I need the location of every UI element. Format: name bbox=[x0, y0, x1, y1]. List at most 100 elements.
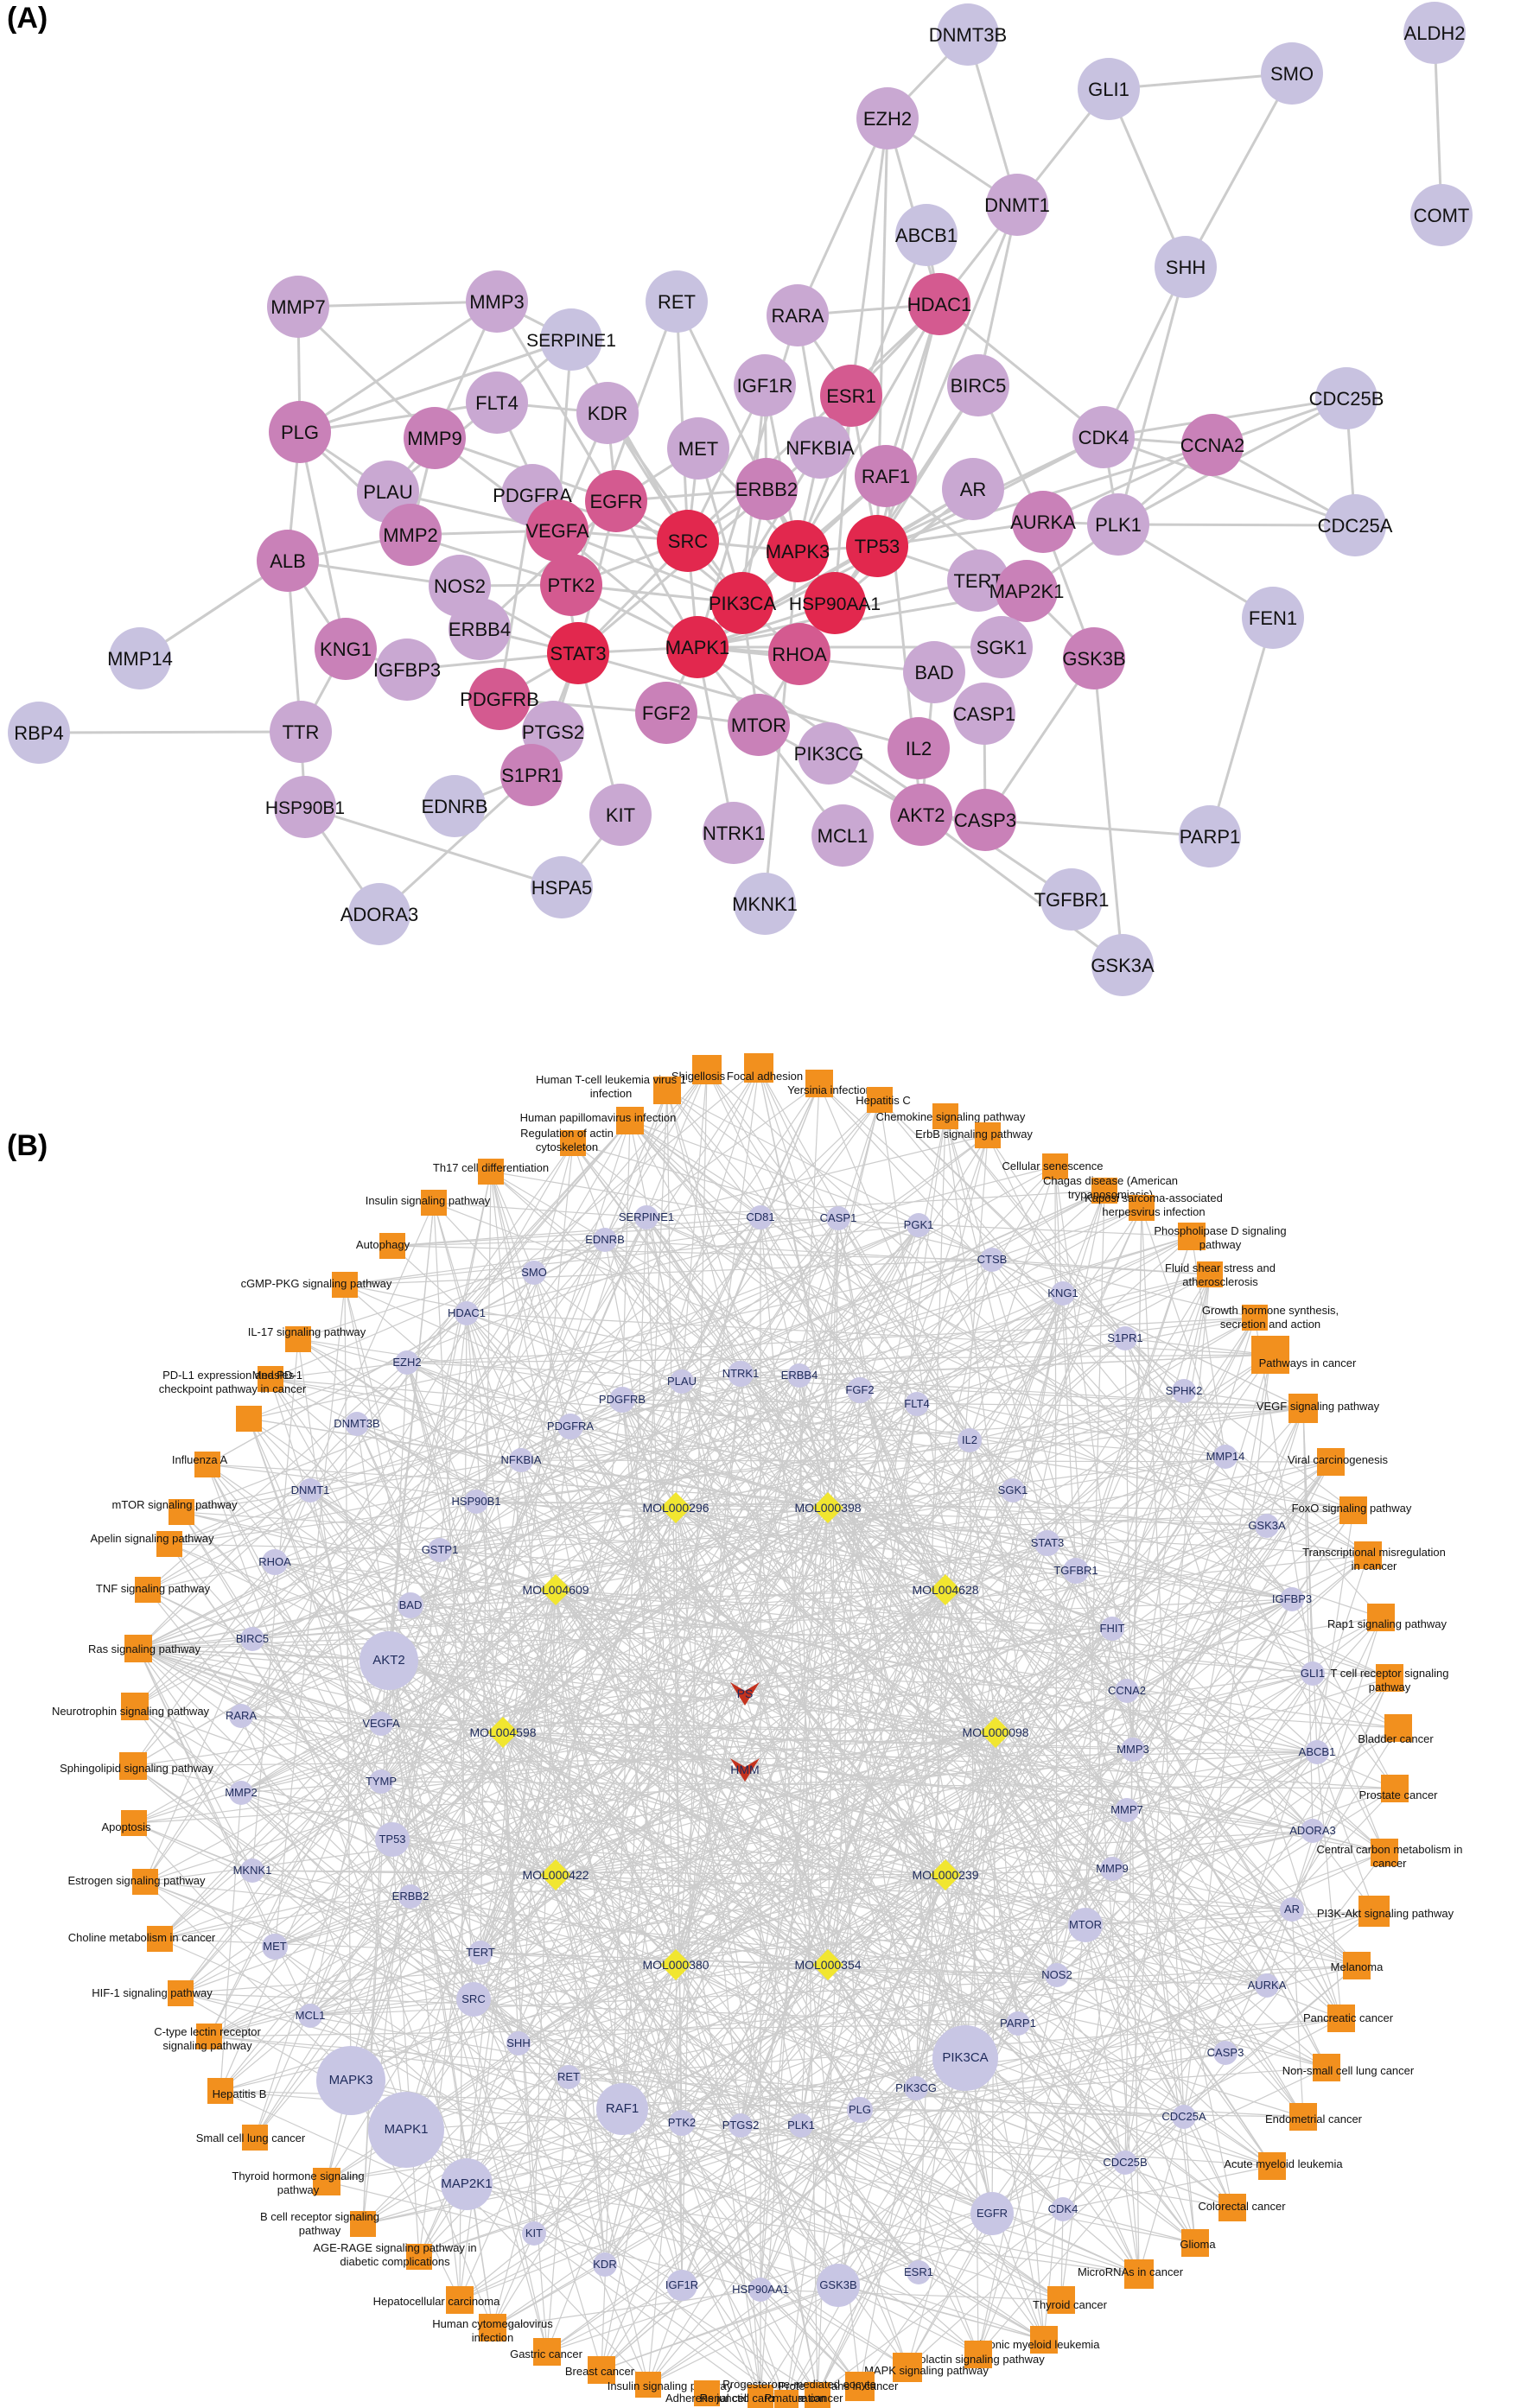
target-node-cdk4: CDK4 bbox=[1048, 2197, 1078, 2221]
edge-ptk2-pathway-10 bbox=[490, 1171, 683, 2124]
edge-tert-pathway-33 bbox=[480, 1677, 1390, 1954]
target-node-met: MET bbox=[262, 1934, 288, 1960]
pathway-node-14: Autophagy bbox=[356, 1233, 410, 1259]
target-node-dnmt1: DNMT1 bbox=[291, 1478, 329, 1503]
edge-pdgfrb-pathway-15 bbox=[621, 1236, 1193, 1401]
node-circle bbox=[576, 382, 639, 444]
pathway-label: MicroRNAs in cancer bbox=[1078, 2265, 1184, 2278]
node-birc5: BIRC5 bbox=[947, 354, 1009, 416]
edge-mol000098-kit bbox=[533, 1731, 996, 2234]
edge-ret-pathway-62 bbox=[546, 2076, 569, 2353]
pathway-node-24: Influenza A bbox=[172, 1452, 227, 1477]
edge-mtor-pathway-41 bbox=[1085, 1910, 1375, 1926]
edge-adora3-pathway-5 bbox=[629, 1120, 1314, 1832]
edge-cdc25a-pathway-65 bbox=[907, 2116, 1185, 2368]
node-mmp2: MMP2 bbox=[379, 504, 442, 566]
edge-mol000098-tp53 bbox=[391, 1731, 996, 1840]
target-label: PARP1 bbox=[1000, 2017, 1036, 2030]
node-circle bbox=[635, 682, 697, 744]
node-rara: RARA bbox=[767, 284, 829, 346]
edge-erbb2-pathway-21 bbox=[410, 1354, 1271, 1897]
pathway-square bbox=[1124, 2259, 1154, 2289]
pathway-square bbox=[1129, 1195, 1155, 1221]
target-label: AURKA bbox=[1248, 1979, 1287, 1992]
pathway-node-40: Estrogen signaling pathway bbox=[68, 1869, 206, 1895]
edge-pdgfra-pathway-10 bbox=[490, 1171, 571, 1427]
compound-diamond bbox=[930, 1574, 961, 1605]
node-met: MET bbox=[667, 417, 729, 480]
pathway-node-26: mTOR signaling pathway bbox=[112, 1498, 238, 1525]
node-mmp3: MMP3 bbox=[466, 270, 528, 333]
pathway-label: FoxO signaling pathway bbox=[1292, 1502, 1412, 1515]
edge-gsk3a-pathway-6 bbox=[945, 1115, 1268, 1527]
node-ret: RET bbox=[646, 270, 708, 333]
edge-mapk1-pathway-25 bbox=[405, 1461, 1332, 2131]
target-circle bbox=[609, 1387, 635, 1413]
target-circle bbox=[787, 1363, 811, 1388]
edge-cdc25a-plk1 bbox=[1117, 523, 1356, 527]
compound-diamond bbox=[660, 1492, 691, 1523]
node-circle bbox=[500, 744, 563, 806]
node-label: SERPINE1 bbox=[526, 331, 616, 351]
edge-cdc25b-pathway-18 bbox=[297, 1338, 1126, 2163]
edge-bad-pathway-33 bbox=[410, 1604, 1390, 1679]
node-plg: PLG bbox=[269, 401, 331, 463]
edge-mcl1-pathway-32 bbox=[137, 1648, 311, 2017]
target-label: TP53 bbox=[379, 1833, 405, 1846]
target-circle bbox=[240, 1858, 264, 1883]
edge-dnmt3b-pathway-32 bbox=[137, 1423, 358, 1649]
edge-igfbp3-pathway-18 bbox=[297, 1338, 1293, 1600]
pathway-square bbox=[692, 1055, 722, 1084]
edge-ntrk1-mapk1 bbox=[696, 646, 735, 834]
node-label: FGF2 bbox=[642, 702, 690, 724]
edge-mol000380-aurka bbox=[675, 1964, 1268, 1986]
target-circle bbox=[1301, 1661, 1325, 1686]
target-circle bbox=[596, 2083, 648, 2135]
node-circle bbox=[711, 572, 773, 634]
pathway-node-45: Pancreatic cancer bbox=[1303, 2005, 1394, 2032]
pathway-label: Focal adhesion bbox=[727, 1070, 803, 1083]
edge-abcb1-pathway-38 bbox=[133, 1751, 1318, 1824]
edge-cdc25a-pathway-13 bbox=[1141, 1207, 1185, 2118]
compound-node-mol000422: MOL000422 bbox=[522, 1859, 589, 1890]
node-circle bbox=[798, 722, 860, 785]
pathway-label: VEGF signaling pathway bbox=[1257, 1400, 1380, 1413]
edge-hdac1-pathway-62 bbox=[466, 1312, 548, 2353]
target-label: CDC25A bbox=[1161, 2110, 1206, 2123]
node-label: PLK1 bbox=[1095, 514, 1142, 536]
edge-hdac1-pathway-53 bbox=[466, 1312, 1233, 2208]
edge-erbb4-pathway-42 bbox=[159, 1375, 800, 1940]
node-circle bbox=[728, 694, 790, 756]
edge-ntrk1-pathway-60 bbox=[492, 1373, 741, 2329]
node-label: ABCB1 bbox=[895, 225, 958, 246]
node-circle bbox=[666, 616, 729, 678]
target-label: MMP14 bbox=[1206, 1450, 1245, 1463]
target-node-pik3cg: PIK3CG bbox=[895, 2076, 937, 2100]
target-circle bbox=[369, 1712, 393, 1736]
edge-raf1-pathway-1 bbox=[621, 1067, 760, 2110]
node-mmp7: MMP7 bbox=[267, 276, 329, 338]
pathway-label: MAPK signaling pathway bbox=[864, 2364, 989, 2377]
node-circle bbox=[942, 458, 1004, 520]
edge-mol000380-fgf2 bbox=[675, 1389, 861, 1966]
edge-cdc25b-pathway-44 bbox=[180, 1992, 1126, 2163]
target-circle bbox=[509, 1448, 533, 1472]
pathway-label: Colorectal cancer bbox=[1198, 2200, 1286, 2213]
target-circle bbox=[345, 1412, 369, 1436]
edge-map2k1-pathway-45 bbox=[466, 2017, 1342, 2185]
node-parp1: PARP1 bbox=[1179, 805, 1241, 867]
target-circle bbox=[1305, 1740, 1329, 1764]
pathway-node-53: Colorectal cancer bbox=[1198, 2194, 1286, 2221]
edge-igfbp3-pathway-37 bbox=[1291, 1598, 1396, 1789]
compound-diamond bbox=[540, 1574, 571, 1605]
edge-plg-pathway-25 bbox=[859, 1461, 1332, 2111]
node-circle bbox=[540, 308, 602, 371]
edge-plg-kng1 bbox=[298, 431, 347, 650]
edge-serpine1-pathway-20 bbox=[270, 1217, 647, 1380]
pathway-label: Growth hormone synthesis,secretion and a… bbox=[1202, 1304, 1339, 1331]
node-mknk1: MKNK1 bbox=[732, 873, 798, 935]
node-label: IL2 bbox=[906, 738, 932, 759]
edge-casp3-pathway-33 bbox=[1225, 1677, 1390, 2054]
node-circle bbox=[937, 3, 999, 66]
